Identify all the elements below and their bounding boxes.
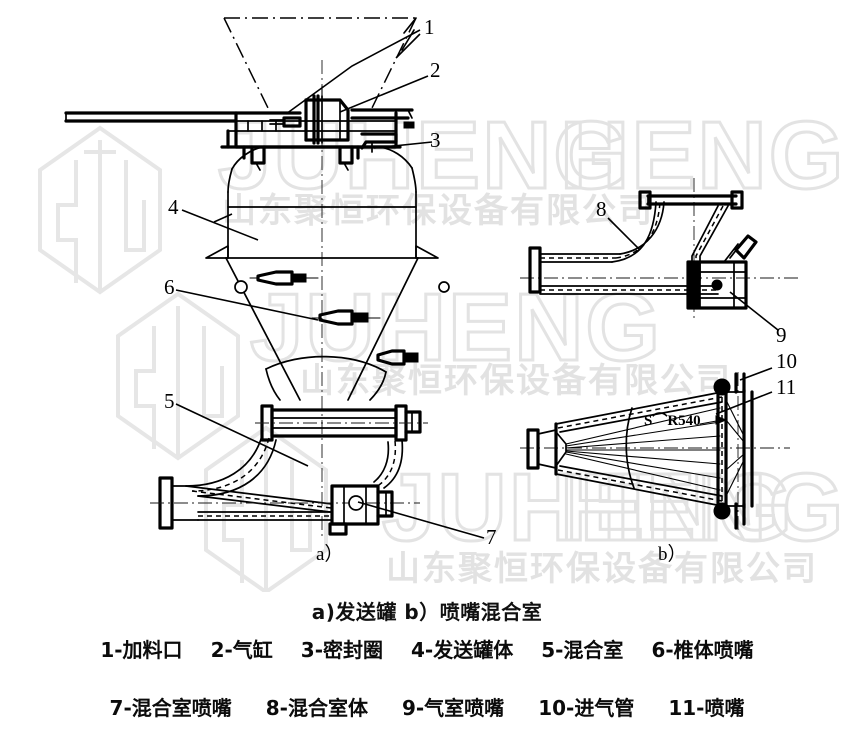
figure-a-sending-tank: a） 1 2 3 4 6 5 — [64, 15, 497, 565]
legend-item-4: 4-发送罐体 — [411, 638, 514, 662]
legend-item-7: 7-混合室喷嘴 — [109, 696, 232, 720]
watermark-company-3: 山东聚恒环保设备有限公司 — [386, 549, 818, 589]
watermark-juheng-5: HENG — [560, 454, 845, 561]
air-chamber-nozzle — [686, 234, 758, 310]
callout-9: 9 — [776, 323, 787, 347]
callout-11: 11 — [776, 375, 796, 399]
callout-5: 5 — [164, 389, 175, 413]
valve-cylinder-assembly — [64, 85, 415, 171]
watermark-juheng-4: HENG — [560, 102, 845, 209]
legend-item-6: 6-椎体喷嘴 — [651, 638, 754, 662]
legend-item-9: 9-气室喷嘴 — [401, 696, 505, 720]
radius-dimension: S⌒R540 — [644, 411, 701, 429]
cone-boss-left — [234, 280, 248, 294]
watermark-company-1: 山东聚恒环保设备有限公司 — [222, 191, 654, 231]
watermark-juheng-2: JUHENG — [250, 274, 662, 381]
callout-4: 4 — [168, 195, 179, 219]
callout-10: 10 — [776, 349, 797, 373]
legend-item-3: 3-密封圈 — [300, 638, 383, 662]
legend-item-11: 11-喷嘴 — [668, 696, 745, 720]
cone-nozzle-upper — [249, 270, 319, 286]
legend-item-10: 10-进气管 — [538, 696, 635, 720]
callout-3: 3 — [430, 128, 441, 152]
legend-item-5: 5-混合室 — [541, 638, 624, 662]
legend-item-8: 8-混合室体 — [265, 696, 368, 720]
callouts-figure-a: 1 2 3 4 6 5 7 — [164, 15, 497, 549]
watermark-logo-1 — [38, 125, 162, 295]
legend-row-1: 1-加料口 2-气缸 3-密封圈 4-发送罐体 5-混合室 6-椎体喷嘴 — [0, 634, 854, 663]
cone-nozzle-middle — [311, 309, 381, 326]
figure-a-label: a） — [316, 543, 343, 565]
watermark-logo-2 — [116, 291, 240, 461]
figure-b-nozzle-cone: S⌒R540 — [520, 349, 797, 565]
figure-b-mixing-chamber-body: 8 9 — [520, 178, 800, 347]
technical-drawing-area: JUHENG JUHENG JUHENG HENG HENG 山东聚恒环保设备有… — [38, 15, 845, 592]
callout-7: 7 — [486, 525, 497, 549]
pneumatic-conveying-drawing: JUHENG JUHENG JUHENG HENG HENG 山东聚恒环保设备有… — [38, 15, 845, 592]
callout-2: 2 — [430, 58, 441, 82]
watermark-layer: JUHENG JUHENG JUHENG HENG HENG 山东聚恒环保设备有… — [38, 101, 845, 592]
feed-hopper — [223, 17, 417, 109]
cone-boss-right — [438, 281, 450, 293]
cone-nozzles — [249, 270, 419, 366]
callout-8: 8 — [596, 197, 607, 221]
caption-block: a)发送罐 b）喷嘴混合室 1-加料口 2-气缸 3-密封圈 4-发送罐体 5-… — [0, 592, 854, 741]
tank-body — [205, 146, 450, 401]
callout-1: 1 — [424, 15, 435, 39]
cone-nozzle-lower — [376, 349, 419, 366]
legend-item-1: 1-加料口 — [100, 638, 183, 662]
legend-row-2: 7-混合室喷嘴 8-混合室体 9-气室喷嘴 10-进气管 11-喷嘴 — [0, 692, 854, 721]
figure-b-label: b） — [658, 543, 687, 565]
figure-caption: a)发送罐 b）喷嘴混合室 — [311, 600, 543, 624]
jet-lines — [565, 407, 721, 491]
callout-6: 6 — [164, 275, 175, 299]
watermark-company-2: 山东聚恒环保设备有限公司 — [300, 361, 732, 401]
legend-item-2: 2-气缸 — [210, 638, 273, 662]
mixing-chamber-assembly — [150, 404, 428, 536]
